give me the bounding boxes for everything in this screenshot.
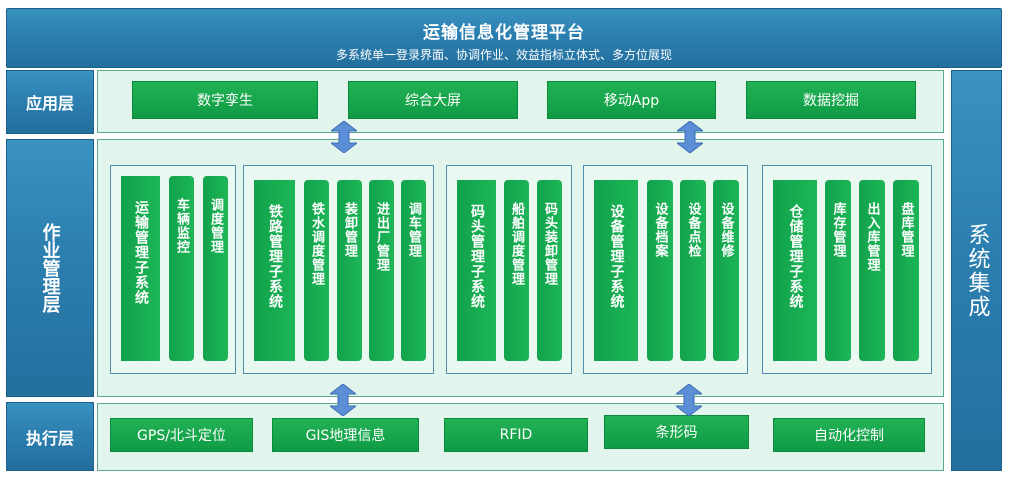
system-integration-column: 系统集成 [951,70,1002,471]
double-arrow-icon [330,384,356,416]
module-equipment-inspection[interactable]: 设备点检 [680,180,706,361]
exec-item-barcode[interactable]: 条形码 [604,415,749,449]
group-equipment: 设备管理子系统 设备档案 设备点检 设备维修 [583,165,748,374]
group-wharf: 码头管理子系统 船舶调度管理 码头装卸管理 [446,165,572,374]
layer-label-execution: 执行层 [6,402,94,471]
app-item-mobile-app[interactable]: 移动App [547,81,716,119]
module-wharf-main[interactable]: 码头管理子系统 [457,180,496,361]
module-vehicle-monitoring[interactable]: 车辆监控 [169,176,194,361]
module-shunting-management[interactable]: 调车管理 [401,180,426,361]
application-layer-panel: 数字孪生 综合大屏 移动App 数据挖掘 [97,70,944,133]
module-inventory-management[interactable]: 库存管理 [825,180,851,361]
group-transport: 运输管理子系统 车辆监控 调度管理 [110,165,236,374]
app-item-big-screen[interactable]: 综合大屏 [348,81,518,119]
module-equipment-main[interactable]: 设备管理子系统 [594,180,638,361]
exec-item-rfid[interactable]: RFID [444,418,588,452]
platform-subtitle: 多系统单一登录界面、协调作业、效益指标立体式、多方位展现 [335,48,672,62]
layer-label-application: 应用层 [6,70,94,134]
group-warehouse: 仓储管理子系统 库存管理 出入库管理 盘库管理 [762,165,932,374]
double-arrow-icon [331,121,357,153]
exec-item-automation-control[interactable]: 自动化控制 [773,418,925,452]
operation-layer-panel: 运输管理子系统 车辆监控 调度管理 铁路管理子系统 铁水调度管理 装卸管理 进出… [97,139,944,397]
system-integration-label: 系统集成 [964,222,990,319]
module-stocktaking[interactable]: 盘库管理 [893,180,919,361]
double-arrow-icon [677,121,703,153]
module-wharf-loading[interactable]: 码头装卸管理 [537,180,562,361]
module-loading-unloading[interactable]: 装卸管理 [337,180,362,361]
exec-item-gis[interactable]: GIS地理信息 [272,418,419,452]
module-inbound-outbound[interactable]: 出入库管理 [859,180,885,361]
module-railway-main[interactable]: 铁路管理子系统 [254,180,295,361]
module-ship-dispatch[interactable]: 船舶调度管理 [504,180,529,361]
module-plant-entry-exit[interactable]: 进出厂管理 [369,180,394,361]
module-transport-main[interactable]: 运输管理子系统 [121,176,160,361]
module-equipment-repair[interactable]: 设备维修 [713,180,739,361]
app-item-digital-twin[interactable]: 数字孪生 [132,81,318,119]
module-iron-water-dispatch[interactable]: 铁水调度管理 [304,180,329,361]
platform-title: 运输信息化管理平台 [423,23,585,43]
execution-layer-panel: GPS/北斗定位 GIS地理信息 RFID 条形码 自动化控制 [97,403,944,471]
platform-header: 运输信息化管理平台 多系统单一登录界面、协调作业、效益指标立体式、多方位展现 [6,8,1002,68]
app-item-data-mining[interactable]: 数据挖掘 [746,81,916,119]
double-arrow-icon [676,384,702,416]
group-railway: 铁路管理子系统 铁水调度管理 装卸管理 进出厂管理 调车管理 [243,165,434,374]
module-dispatch-management[interactable]: 调度管理 [203,176,228,361]
module-warehouse-main[interactable]: 仓储管理子系统 [773,180,817,361]
exec-item-gps-beidou[interactable]: GPS/北斗定位 [110,418,253,452]
layer-label-operation: 作业管理层 [6,139,94,397]
module-equipment-archive[interactable]: 设备档案 [647,180,673,361]
